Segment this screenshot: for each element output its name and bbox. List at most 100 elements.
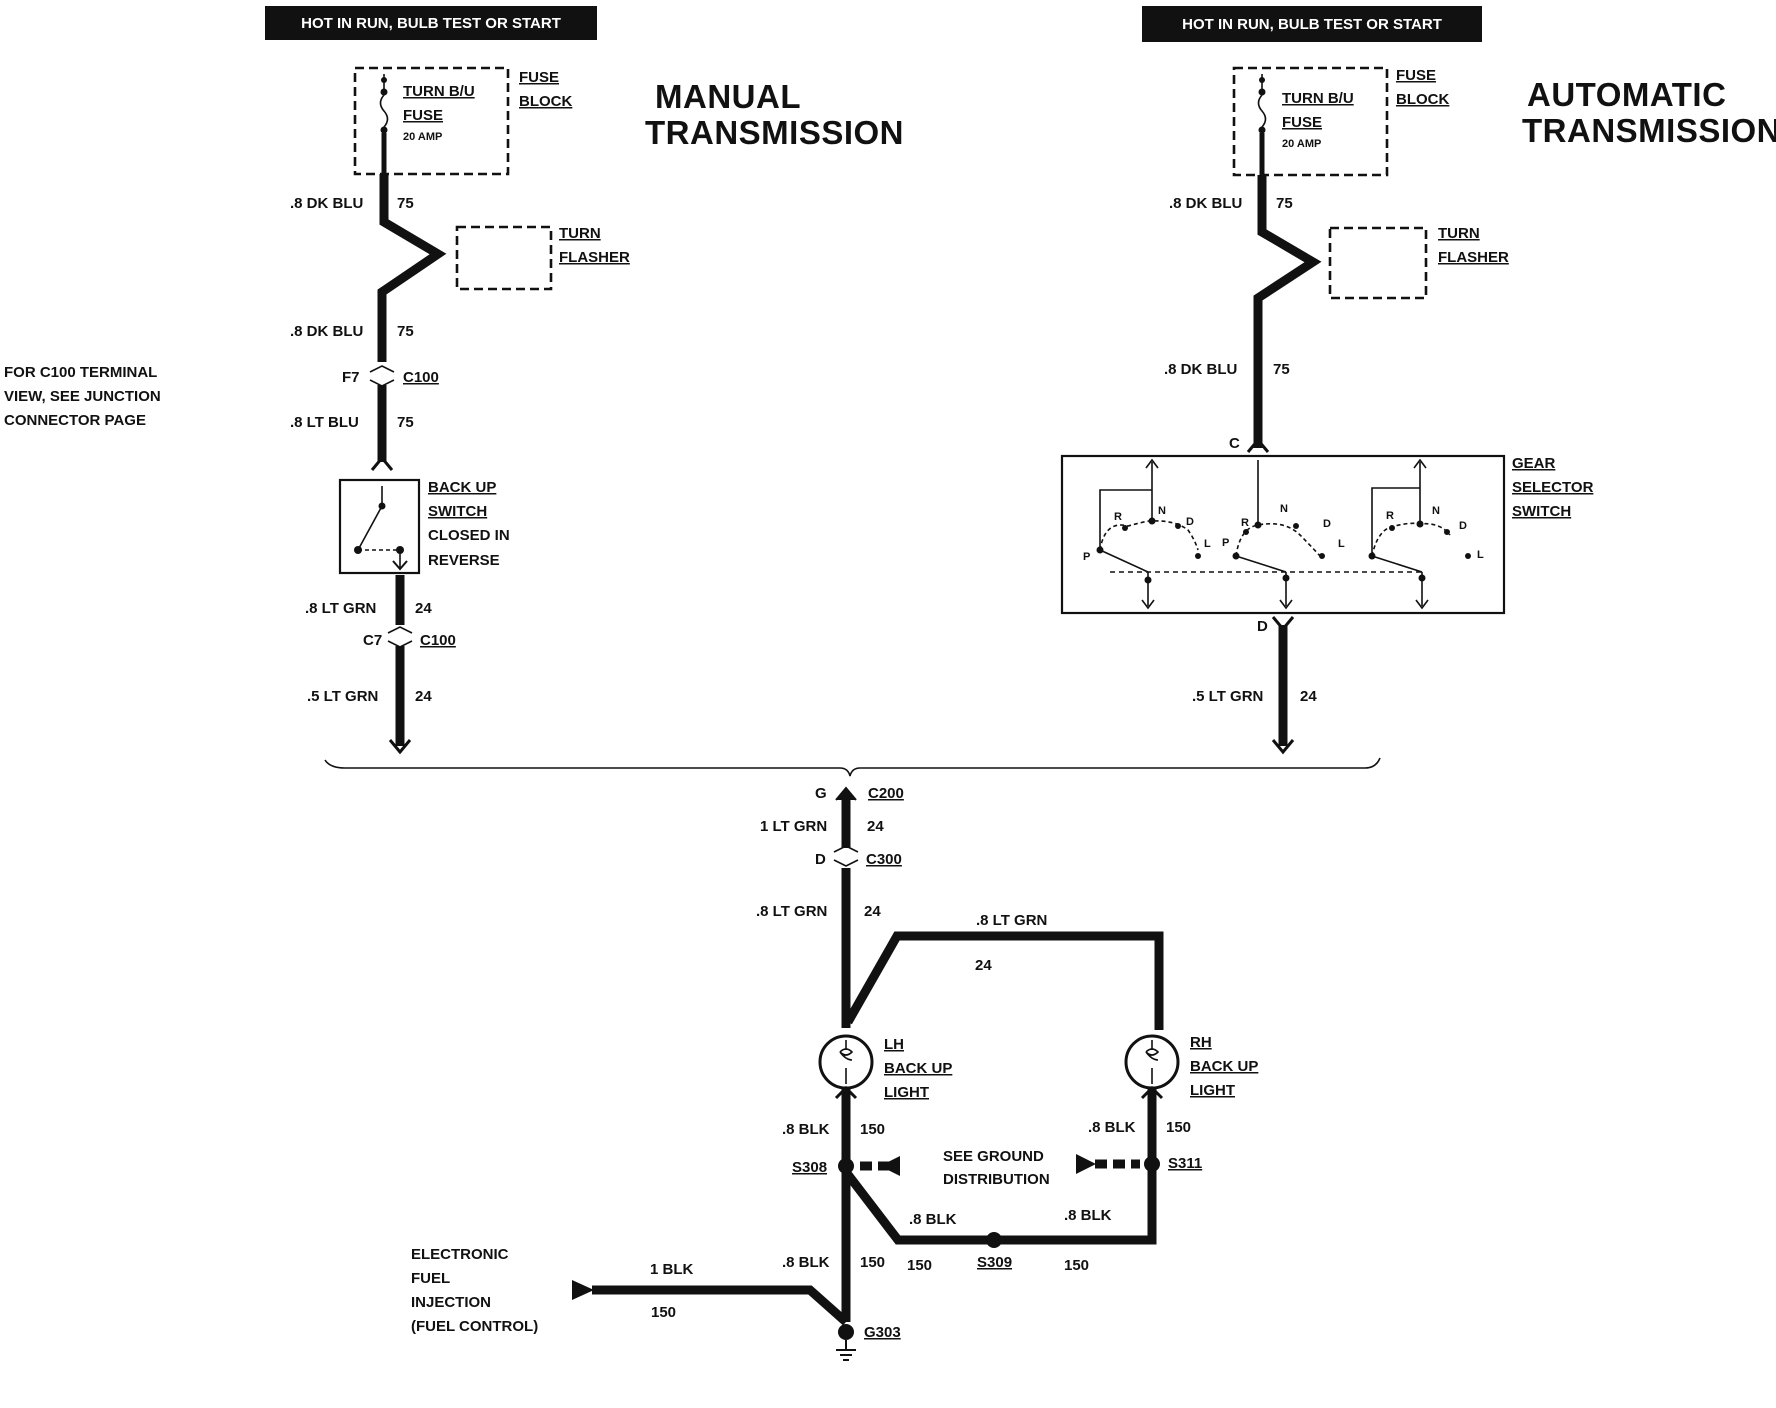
c100-note-line2: VIEW, SEE JUNCTION	[4, 388, 161, 405]
auto-wire-label-2: .8 DK BLU	[1164, 361, 1237, 378]
auto-title-line1: AUTOMATIC	[1527, 76, 1726, 113]
rh-ground-circuit-label: 150	[1166, 1119, 1191, 1136]
auto-power-header-text: HOT IN RUN, BULB TEST OR START	[1182, 16, 1442, 33]
s309-left-wire-label: .8 BLK	[909, 1211, 957, 1228]
efi-wire-label: 1 BLK	[650, 1261, 694, 1278]
auto-power-header: HOT IN RUN, BULB TEST OR START	[1142, 6, 1482, 42]
lh-backup-light: LH BACK UP LIGHT	[818, 1034, 952, 1101]
s308-label: S308	[792, 1159, 827, 1176]
s309-right-circuit-label: 150	[1064, 1257, 1089, 1274]
gear1-pos-l: L	[1204, 538, 1211, 550]
efi-line4: (FUEL CONTROL)	[411, 1318, 538, 1335]
auto-fuse-rating: 20 AMP	[1282, 138, 1321, 150]
efi-circuit-label: 150	[651, 1304, 676, 1321]
gear2-pos-n: N	[1280, 503, 1288, 515]
gear3-pos-r: R	[1386, 510, 1394, 522]
auto-circuit-label-1: 75	[1276, 195, 1293, 212]
manual-wire-label-1: .8 DK BLU	[290, 195, 363, 212]
s309-right-wire-label: .8 BLK	[1064, 1207, 1112, 1224]
gear1-pos-n: N	[1158, 505, 1166, 517]
backup-switch: BACK UP SWITCH CLOSED IN REVERSE	[338, 478, 510, 575]
manual-circuit-label-5: 24	[415, 688, 432, 705]
lh-ground-circuit-label: 150	[860, 1121, 885, 1138]
gear-selector-pin-d: D	[1257, 618, 1268, 635]
gear3-pos-n: N	[1432, 505, 1440, 517]
manual-title-line2: TRANSMISSION	[645, 114, 904, 151]
see-ground-line1: SEE GROUND	[943, 1148, 1044, 1165]
gear3-pos-l: L	[1477, 549, 1484, 561]
ground-g303: G303	[836, 1324, 901, 1361]
auto-flasher-line2: FLASHER	[1438, 249, 1509, 266]
splice-s309: S309	[977, 1232, 1012, 1271]
manual-wire-label-3: .8 LT BLU	[290, 414, 359, 431]
gear-selector-switch: GEAR SELECTOR SWITCH P R N D L	[1060, 454, 1594, 615]
auto-wire-label-3: .5 LT GRN	[1192, 688, 1263, 705]
see-ground-line2: DISTRIBUTION	[943, 1171, 1050, 1188]
auto-flasher-line1: TURN	[1438, 225, 1480, 242]
rh-backup-light: RH BACK UP LIGHT	[1124, 1034, 1258, 1100]
manual-fuse-name-line1: TURN B/U	[403, 83, 475, 100]
common-wiring	[592, 794, 1164, 1326]
manual-fuse-name-line2: FUSE	[403, 107, 443, 124]
merge-brace	[324, 757, 1381, 777]
c100-connector-c7	[387, 626, 413, 648]
manual-fuse-rating: 20 AMP	[403, 131, 442, 143]
common-wire-label-1: 1 LT GRN	[760, 818, 827, 835]
manual-circuit-label-2: 75	[397, 323, 414, 340]
efi-line3: INJECTION	[411, 1294, 491, 1311]
g303-wire-label: .8 BLK	[782, 1254, 830, 1271]
manual-wire-label-2: .8 DK BLU	[290, 323, 363, 340]
manual-fuse-block: TURN B/U FUSE 20 AMP FUSE BLOCK	[353, 66, 572, 176]
gear-section-1: P R N D L	[1083, 458, 1211, 610]
gear-selector-line3: SWITCH	[1512, 503, 1571, 520]
rh-ground-wire-label: .8 BLK	[1088, 1119, 1136, 1136]
gear2-pos-r: R	[1241, 517, 1249, 529]
common-circuit-label-2: 24	[864, 903, 881, 920]
gear2-pos-d: D	[1323, 518, 1331, 530]
gear-selector-pin-c: C	[1229, 435, 1240, 452]
gear-section-2: P R N D L	[1222, 460, 1345, 610]
s311-label: S311	[1168, 1155, 1202, 1172]
manual-fuse-block-label2: BLOCK	[519, 93, 572, 110]
manual-power-header-text: HOT IN RUN, BULB TEST OR START	[301, 15, 561, 32]
gear-selector-line1: GEAR	[1512, 455, 1556, 472]
manual-circuit-label-4: 24	[415, 600, 432, 617]
gear1-pos-p: P	[1083, 551, 1090, 563]
gear-selector-line2: SELECTOR	[1512, 479, 1594, 496]
auto-fuse-block: TURN B/U FUSE 20 AMP FUSE BLOCK	[1232, 66, 1449, 177]
f7-pin-label: F7	[342, 369, 360, 386]
backup-switch-in-arrow	[370, 455, 394, 471]
backup-switch-line4: REVERSE	[428, 552, 500, 569]
manual-circuit-label-3: 75	[397, 414, 414, 431]
splice-s308: S308	[792, 1156, 900, 1176]
efi-line2: FUEL	[411, 1270, 450, 1287]
lh-light-line2: BACK UP	[884, 1060, 952, 1077]
auto-fuse-block-label1: FUSE	[1396, 67, 1436, 84]
manual-circuit-label-1: 75	[397, 195, 414, 212]
gear2-pos-l: L	[1338, 538, 1345, 550]
rh-light-line3: LIGHT	[1190, 1082, 1235, 1099]
auto-wiring	[1253, 175, 1322, 746]
gear-selector-out-arrow	[1271, 616, 1295, 632]
manual-wiring	[377, 174, 447, 746]
rh-light-line1: RH	[1190, 1034, 1212, 1051]
gear1-pos-r: R	[1114, 511, 1122, 523]
common-wire-label-2: .8 LT GRN	[756, 903, 827, 920]
manual-flasher-line2: FLASHER	[559, 249, 630, 266]
gear1-pos-d: D	[1186, 516, 1194, 528]
gear-selector-in-arrow	[1246, 437, 1270, 453]
auto-turn-flasher: TURN FLASHER	[1328, 225, 1509, 300]
manual-turn-flasher: TURN FLASHER	[455, 225, 630, 291]
manual-power-header: HOT IN RUN, BULB TEST OR START	[265, 6, 597, 40]
gear-section-3: R N D L	[1368, 458, 1484, 610]
rh-feed-circuit-label: 24	[975, 957, 992, 974]
g303-circuit-label: 150	[860, 1254, 885, 1271]
c200-connector	[835, 786, 857, 801]
manual-fuse-block-label1: FUSE	[519, 69, 559, 86]
c300-pin-d: D	[815, 851, 826, 868]
c300-label: C300	[866, 851, 902, 868]
s309-left-circuit-label: 150	[907, 1257, 932, 1274]
c200-label: C200	[868, 785, 904, 802]
c100-note-line3: CONNECTOR PAGE	[4, 412, 146, 429]
rh-light-line2: BACK UP	[1190, 1058, 1258, 1075]
